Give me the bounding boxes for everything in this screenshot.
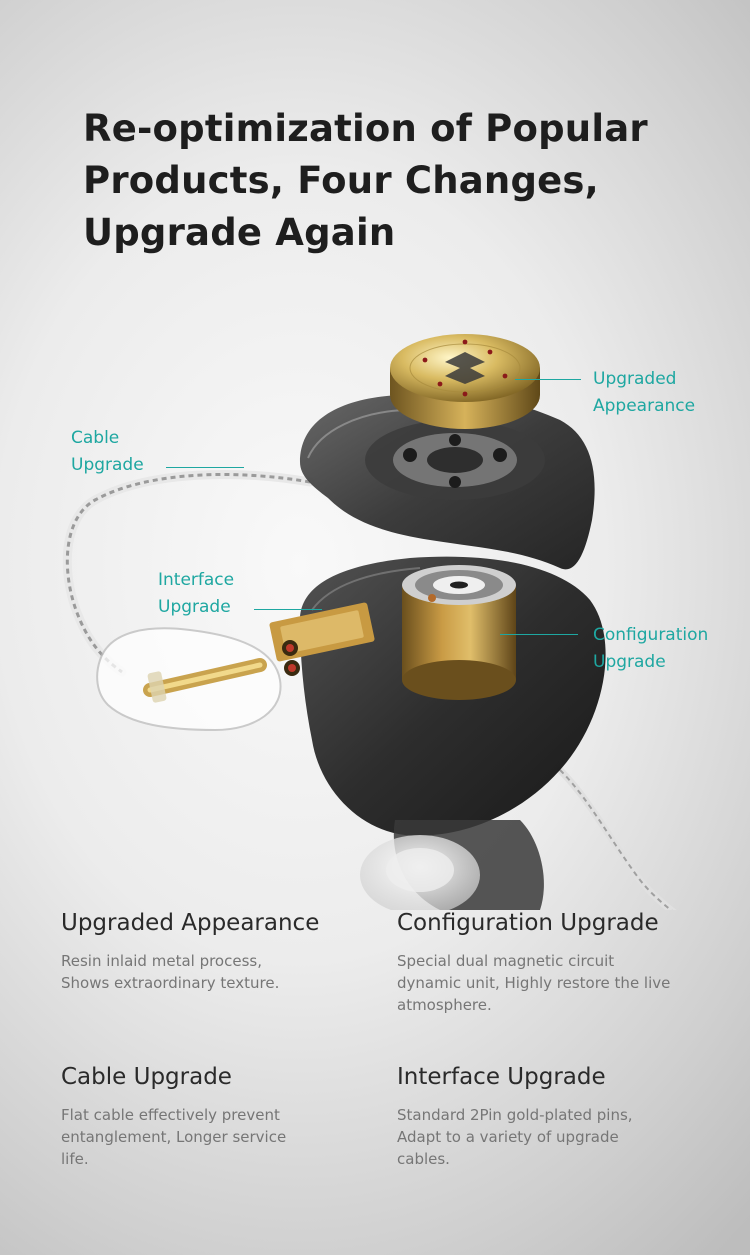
callout-configuration-upgrade-line-1: Configuration (593, 625, 709, 645)
feature-title: Cable Upgrade (61, 1064, 232, 1090)
title-line-1: Re-optimization of Popular (83, 107, 648, 150)
callout-cable-upgrade-line-2: Upgrade (71, 455, 144, 475)
earphone-exploded-illustration (62, 334, 677, 910)
leader-line-configuration (500, 634, 578, 635)
feature-desc-line: Standard 2Pin gold-plated pins, (397, 1106, 633, 1124)
feature-desc-line: life. (61, 1150, 89, 1168)
callout-cable-upgrade-line-1: Cable (71, 428, 120, 448)
callout-upgraded-appearance: Upgraded Appearance (593, 366, 695, 420)
feature-desc-line: dynamic unit, Highly restore the live (397, 974, 671, 992)
feature-upgraded-appearance: Upgraded Appearance Resin inlaid metal p… (61, 910, 391, 994)
feature-title: Configuration Upgrade (397, 910, 659, 936)
feature-desc-line: Special dual magnetic circuit (397, 952, 615, 970)
callout-configuration-upgrade: Configuration Upgrade (593, 622, 708, 676)
title-line-2: Products, Four Changes, (83, 159, 599, 202)
feature-cable-upgrade: Cable Upgrade Flat cable effectively pre… (61, 1064, 391, 1170)
feature-desc-line: Shows extraordinary texture. (61, 974, 280, 992)
feature-desc-line: entanglement, Longer service (61, 1128, 287, 1146)
feature-desc-line: atmosphere. (397, 996, 492, 1014)
feature-desc-line: Flat cable effectively prevent (61, 1106, 280, 1124)
feature-description: Special dual magnetic circuit dynamic un… (397, 950, 727, 1016)
feature-description: Flat cable effectively prevent entanglem… (61, 1104, 391, 1170)
callout-interface-upgrade-line-2: Upgrade (158, 597, 231, 617)
callout-cable-upgrade: Cable Upgrade (71, 425, 144, 479)
callout-upgraded-appearance-line-2: Appearance (593, 396, 696, 416)
feature-interface-upgrade: Interface Upgrade Standard 2Pin gold-pla… (397, 1064, 727, 1170)
leader-line-appearance (515, 379, 581, 380)
feature-title: Interface Upgrade (397, 1064, 606, 1090)
title-line-3: Upgrade Again (83, 211, 396, 254)
callout-interface-upgrade-line-1: Interface (158, 570, 235, 590)
feature-description: Standard 2Pin gold-plated pins, Adapt to… (397, 1104, 727, 1170)
callout-interface-upgrade: Interface Upgrade (158, 567, 234, 621)
leader-line-cable (166, 467, 244, 468)
feature-desc-line: Adapt to a variety of upgrade (397, 1128, 619, 1146)
feature-configuration-upgrade: Configuration Upgrade Special dual magne… (397, 910, 727, 1016)
page-title: Re-optimization of Popular Products, Fou… (83, 103, 703, 259)
callout-configuration-upgrade-line-2: Upgrade (593, 652, 666, 672)
callout-upgraded-appearance-line-1: Upgraded (593, 369, 677, 389)
feature-description: Resin inlaid metal process, Shows extrao… (61, 950, 391, 994)
feature-desc-line: cables. (397, 1150, 450, 1168)
leader-line-interface (254, 609, 322, 610)
feature-desc-line: Resin inlaid metal process, (61, 952, 262, 970)
feature-title: Upgraded Appearance (61, 910, 320, 936)
